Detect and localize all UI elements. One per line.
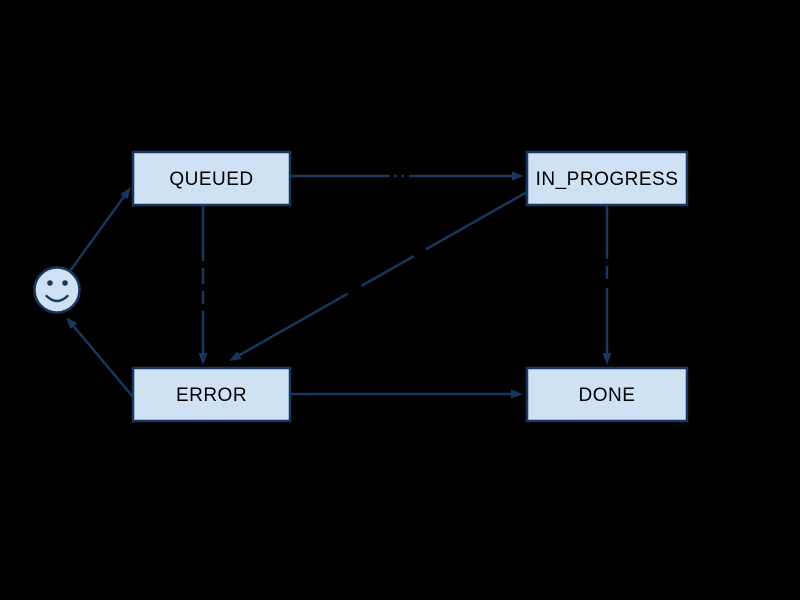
state-label: IN_PROGRESS: [536, 169, 679, 190]
arrowhead-icon: [511, 389, 523, 399]
state-box: [525, 366, 689, 423]
edge-start-to-queued: [68, 187, 131, 272]
state-node-in_progress: IN_PROGRESS: [525, 150, 689, 207]
edge-line: [70, 323, 134, 398]
edge-line: [68, 193, 127, 272]
smiley-mouth: [45, 294, 69, 303]
arrowhead-icon: [602, 353, 612, 365]
arrowhead-icon: [198, 353, 208, 365]
smiley-right-eye: [62, 280, 68, 286]
edge-queued-to-error: [198, 205, 208, 365]
state-label: ERROR: [176, 385, 247, 406]
smiley-face: [33, 266, 81, 314]
state-label: QUEUED: [169, 169, 253, 190]
arrowhead-icon: [229, 351, 242, 361]
state-box: [131, 366, 292, 423]
state-box: [131, 150, 292, 207]
arrowhead-icon: [120, 187, 131, 200]
arrowhead-icon: [66, 317, 78, 330]
state-node-done: DONE: [525, 366, 689, 423]
edge-error-to-start: [66, 317, 134, 398]
arrowhead-icon: [512, 171, 524, 181]
state-box: [525, 150, 689, 207]
edge-in_progress-to-done: [602, 205, 612, 365]
edge-queued-to-in_progress: [290, 171, 524, 181]
edge-in_progress-to-error: [229, 190, 528, 361]
state-label: DONE: [579, 385, 636, 406]
edge-error-to-done: [290, 389, 523, 399]
state-node-queued: QUEUED: [131, 150, 292, 207]
start-state-smiley-icon: [33, 266, 81, 314]
state-node-error: ERROR: [131, 366, 292, 423]
smiley-left-eye: [47, 280, 53, 286]
edge-line: [236, 190, 528, 358]
